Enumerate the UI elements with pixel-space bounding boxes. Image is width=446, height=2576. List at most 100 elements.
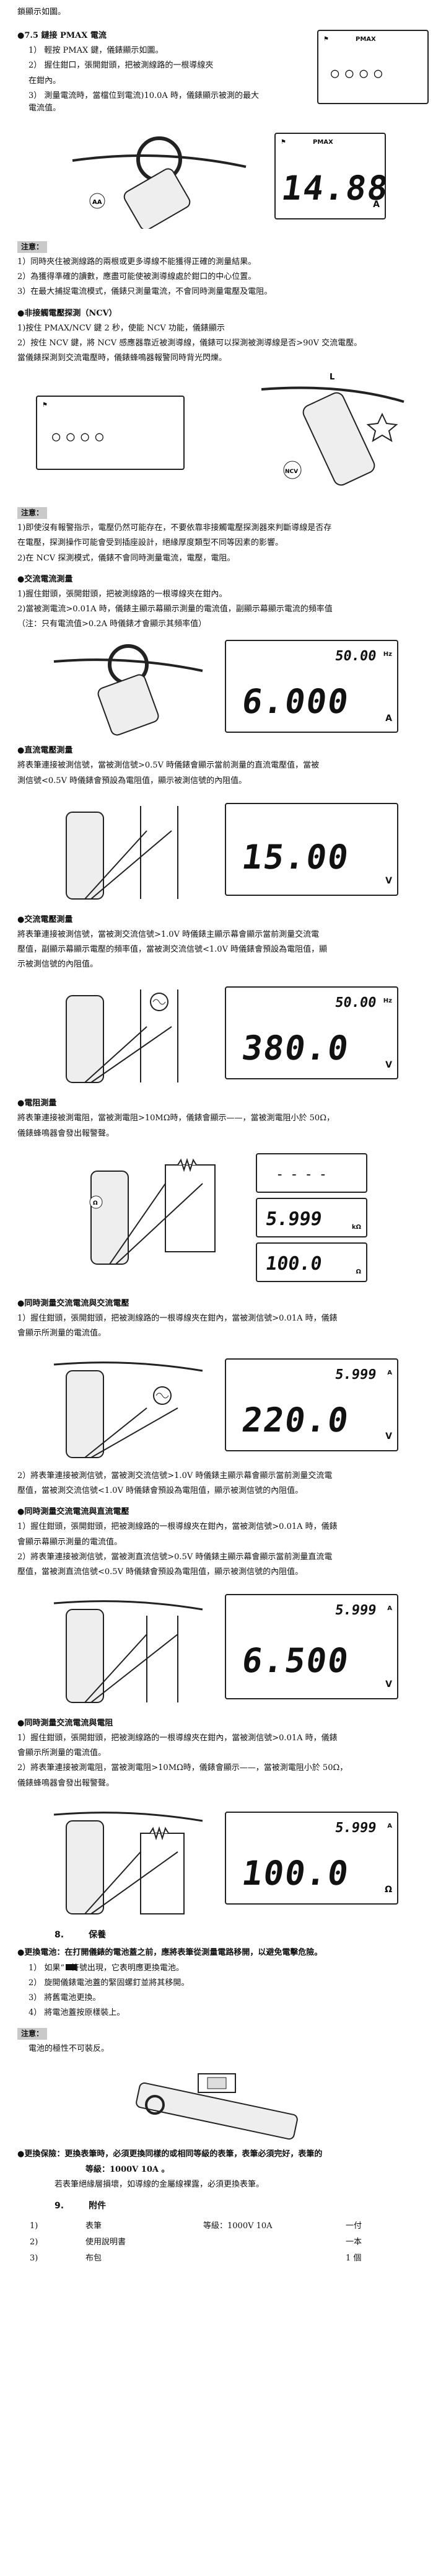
fuse-line: 等級：1000V 10A 。 bbox=[85, 2164, 170, 2174]
dc-voltage-text: 測信號<0.5V 時儀錶會預設為電阻值，顯示被測信號的內阻值。 bbox=[17, 776, 247, 786]
ac-combo-lcd-sub: 5.999 bbox=[334, 1367, 377, 1383]
resistance-lcd-ohm: 100.0 Ω bbox=[256, 1242, 367, 1282]
dc-voltage-lcd: 15.00 V bbox=[225, 802, 398, 896]
battery-heading: ●更換電池：在打開儀錶的電池蓋之前，應將表筆從測量電路移開，以避免電擊危險。 bbox=[17, 1948, 323, 1958]
acc-qty: 一本 bbox=[346, 2237, 362, 2247]
ac-voltage-text: 壓值，副顯示幕顯示電壓的頻率值，當被測交流信號<1.0V 時儀錶會預設為電阻值，… bbox=[17, 944, 328, 954]
lcd-flag-icon: ⚑ bbox=[42, 402, 48, 409]
res-combo-step: 1）握住鉗頭，張開鉗頭，把被測線路的一根導線夾在鉗內，當被測信號>0.01A 時… bbox=[17, 1733, 338, 1743]
ac-combo-step: 1）握住鉗頭，張開鉗頭，把被測線路的一根導線夾在鉗內，當被測信號>0.01A 時… bbox=[17, 1313, 338, 1323]
resistor-measurement-illustration: Ω bbox=[89, 1157, 216, 1265]
acc-no: 1) bbox=[30, 2221, 38, 2231]
ncv-heading: ●非接觸電壓探測（NCV） bbox=[17, 308, 117, 318]
dc-voltage-lcd-unit: V bbox=[385, 875, 392, 886]
ac-voltage-lcd-unit: V bbox=[385, 1060, 392, 1070]
ac-combo-figure: 5.999 A 220.0 V bbox=[17, 1346, 429, 1464]
svg-text:AA: AA bbox=[92, 199, 102, 206]
ncv-figure: ⚑ ○○○○ L NCV bbox=[17, 371, 429, 495]
ac-current-step: 2)當被測電流>0.01A 時，儀錶主顯示幕顯示測量的電流值，副顯示幕顯示電流的… bbox=[17, 604, 333, 614]
probe-measurement-illustration bbox=[66, 805, 178, 900]
note-item: 在電壓，探測操作可能會受到插座設計，絕緣厚度類型不同等因素的影響。 bbox=[17, 538, 284, 548]
dc-combo-step: 會顯示幕顯示測量的電流值。 bbox=[17, 1537, 123, 1547]
combo-measurement-illustration bbox=[53, 1361, 203, 1459]
lcd-flag-icon: ⚑ bbox=[281, 138, 286, 146]
res-combo-heading: ●同時測量交流電流與電阻 bbox=[17, 1719, 113, 1728]
acc-qty: 一付 bbox=[346, 2221, 362, 2231]
resistance-lcd-k-value: 5.999 bbox=[264, 1208, 323, 1230]
resistance-lcd-ohm-unit: Ω bbox=[356, 1268, 361, 1276]
chapter-title: 附件 bbox=[89, 2200, 107, 2211]
acc-no: 2) bbox=[30, 2237, 38, 2247]
chapter-number: 8. bbox=[55, 1929, 64, 1940]
dc-voltage-section: ●直流電壓測量 將表筆連接被測信號，當被測信號>0.5V 時儀錶會顯示當前測量的… bbox=[17, 745, 429, 905]
ac-voltage-lcd-value: 380.0 bbox=[239, 1029, 352, 1068]
battery-step: 4） 將電池蓋按原樣裝上。 bbox=[28, 2008, 125, 2017]
ac-current-lcd-unit: A bbox=[385, 713, 392, 724]
note-label: 注意： bbox=[17, 2028, 48, 2040]
note-label: 注意： bbox=[17, 507, 48, 519]
acc-qty: 1 個 bbox=[346, 2253, 362, 2263]
ac-current-lcd-sub-unit: Hz bbox=[383, 651, 392, 658]
dc-voltage-text: 將表筆連接被測信號，當被測信號>0.5V 時儀錶會顯示當前測量的直流電壓值，當被 bbox=[17, 761, 320, 771]
ac-current-figure: 50.00 Hz 6.000 A bbox=[17, 637, 429, 736]
combo-measurement-illustration bbox=[53, 1600, 203, 1704]
ncv-step: 1)按住 PMAX/NCV 鍵 2 秒，使能 NCV 功能，儀錶顯示 bbox=[17, 323, 225, 333]
resistance-lcd-ohm-value: 100.0 bbox=[264, 1252, 323, 1275]
dc-combo-step: 2）將表筆連接被測信號，當被測直流信號>0.5V 時儀錶主顯示幕會顯示當前測量直… bbox=[17, 1552, 333, 1562]
acc-no: 3) bbox=[30, 2253, 38, 2263]
intro-text: 鎖顯示如圖。 bbox=[17, 7, 66, 17]
table-row: 1) 表筆 等級：1000V 10A 一付 bbox=[30, 2218, 362, 2234]
battery-step-text: 1） 如果“ ”符號出現，它表明應更換電池。 bbox=[28, 1963, 184, 1973]
acc-name: 布包 bbox=[85, 2253, 102, 2263]
note-item: 1)即使沒有報警指示，電壓仍然可能存在，不要依靠非接觸電壓探測器來判斷導線是否存 bbox=[17, 523, 332, 533]
ac-combo-step: 2）將表筆連接被測信號，當被測交流信號>1.0V 時儀錶主顯示幕會顯示當前測量交… bbox=[17, 1471, 333, 1481]
chapter-heading: 9. 附件 bbox=[55, 2200, 429, 2213]
ac-current-lcd-sub: 50.00 bbox=[334, 648, 377, 665]
line-label-l: L bbox=[330, 373, 334, 382]
res-combo-lcd-sub-unit: A bbox=[387, 1822, 392, 1830]
res-combo-step: 2）將表筆連接被測電阻，當被測電阻>10MΩ時，儀錶會顯示——，當被測電阻小於 … bbox=[17, 1763, 348, 1773]
lcd-dash-circles: ○○○○ bbox=[331, 66, 388, 82]
battery-icon bbox=[66, 1963, 77, 1970]
ac-current-step: （注：只有電流值>0.2A 時儀錶才會顯示其頻率值） bbox=[17, 619, 207, 629]
resistance-lcd-open: ---- bbox=[256, 1153, 367, 1193]
pmax-step: 在鉗內。 bbox=[28, 76, 61, 86]
ac-combo-lcd: 5.999 A 220.0 V bbox=[225, 1358, 398, 1452]
resistance-lcd-k: 5.999 kΩ bbox=[256, 1197, 367, 1237]
ac-voltage-lcd-sub: 50.00 bbox=[334, 995, 377, 1011]
pmax-step: 3） 測量電流時，當檔位到電流)10.0A 時，儀錶顯示被測的最大電流值。 bbox=[28, 91, 259, 113]
ac-voltage-figure: 50.00 Hz 380.0 V bbox=[17, 977, 429, 1089]
ac-combo-section: ●同時測量交流電流與交流電壓 1）握住鉗頭，張開鉗頭，把被測線路的一根導線夾在鉗… bbox=[17, 1298, 429, 1498]
pmax-figure: AA ⚑ PMAX 14.88 A bbox=[17, 123, 429, 229]
ncv-section: ●非接觸電壓探測（NCV） 1)按住 PMAX/NCV 鍵 2 秒，使能 NCV… bbox=[17, 308, 429, 565]
resistance-text: 儀錶蜂鳴器會發出報警聲。 bbox=[17, 1128, 115, 1138]
accessories-table: 1) 表筆 等級：1000V 10A 一付 2) 使用說明書 一本 3) 布包 … bbox=[30, 2218, 362, 2267]
ac-voltage-text: 將表筆連接被測信號，當被測交流信號>1.0V 時儀錶主顯示幕會顯示當前測量交流電 bbox=[17, 929, 320, 939]
ac-current-step: 1)握住鉗頭，張開鉗頭，把被測線路的一根導線夾在鉗內。 bbox=[17, 589, 227, 599]
pmax-step: 2） 握住鉗口，張開鉗頭，把被測線路的一根導線夾 bbox=[28, 61, 214, 71]
combo-resistor-illustration bbox=[53, 1811, 203, 1914]
table-row: 3) 布包 1 個 bbox=[30, 2251, 362, 2267]
resistance-section: ●電阻測量 將表筆連接被測電阻，當被測電阻>10MΩ時，儀錶會顯示——，當被測電… bbox=[17, 1097, 429, 1288]
ncv-step: 2）按住 NCV 鍵，將 NCV 感應器靠近被測導線，儀錶可以探測被測導線是否>… bbox=[17, 338, 362, 348]
battery-step: 2） 旋開儀錶電池蓋的緊固螺釘並將其移開。 bbox=[28, 1978, 190, 1988]
clamp-meter-illustration: AA bbox=[72, 136, 247, 229]
fuse-line: 若表筆絕緣層損壞，如導線的金屬線裸露，必須更換表筆。 bbox=[55, 2179, 265, 2189]
dc-voltage-lcd-value: 15.00 bbox=[239, 837, 352, 877]
pmax-step: 1） 輕按 PMAX 鍵，儀錶顯示如圖。 bbox=[28, 46, 164, 56]
res-combo-section: ●同時測量交流電流與電阻 1）握住鉗頭，張開鉗頭，把被測線路的一根導線夾在鉗內，… bbox=[17, 1717, 429, 1920]
resistance-lcd-stack: ---- 5.999 kΩ 100.0 Ω bbox=[256, 1153, 367, 1282]
ac-combo-lcd-unit: V bbox=[385, 1432, 392, 1442]
ncv-step: 當儀錶探測到交流電壓時，儀錶蜂鳴器報警同時背光閃爍。 bbox=[17, 353, 227, 363]
res-combo-lcd: 5.999 A 100.0 Ω bbox=[225, 1811, 398, 1905]
pmax-lcd-reading: ⚑ PMAX 14.88 A bbox=[274, 132, 391, 219]
ncv-button-label: NCV bbox=[285, 469, 298, 475]
probe-measurement-illustration bbox=[66, 989, 178, 1084]
ac-combo-step: 會顯示所測量的電流值。 bbox=[17, 1328, 107, 1338]
res-combo-lcd-unit: Ω bbox=[385, 1885, 392, 1895]
battery-figure bbox=[17, 2061, 429, 2142]
resistance-figure: Ω ---- 5.999 kΩ 100.0 Ω bbox=[17, 1146, 429, 1289]
pmax-lcd-unit: A bbox=[373, 200, 380, 210]
ncv-lcd: ⚑ ○○○○ bbox=[36, 396, 185, 471]
